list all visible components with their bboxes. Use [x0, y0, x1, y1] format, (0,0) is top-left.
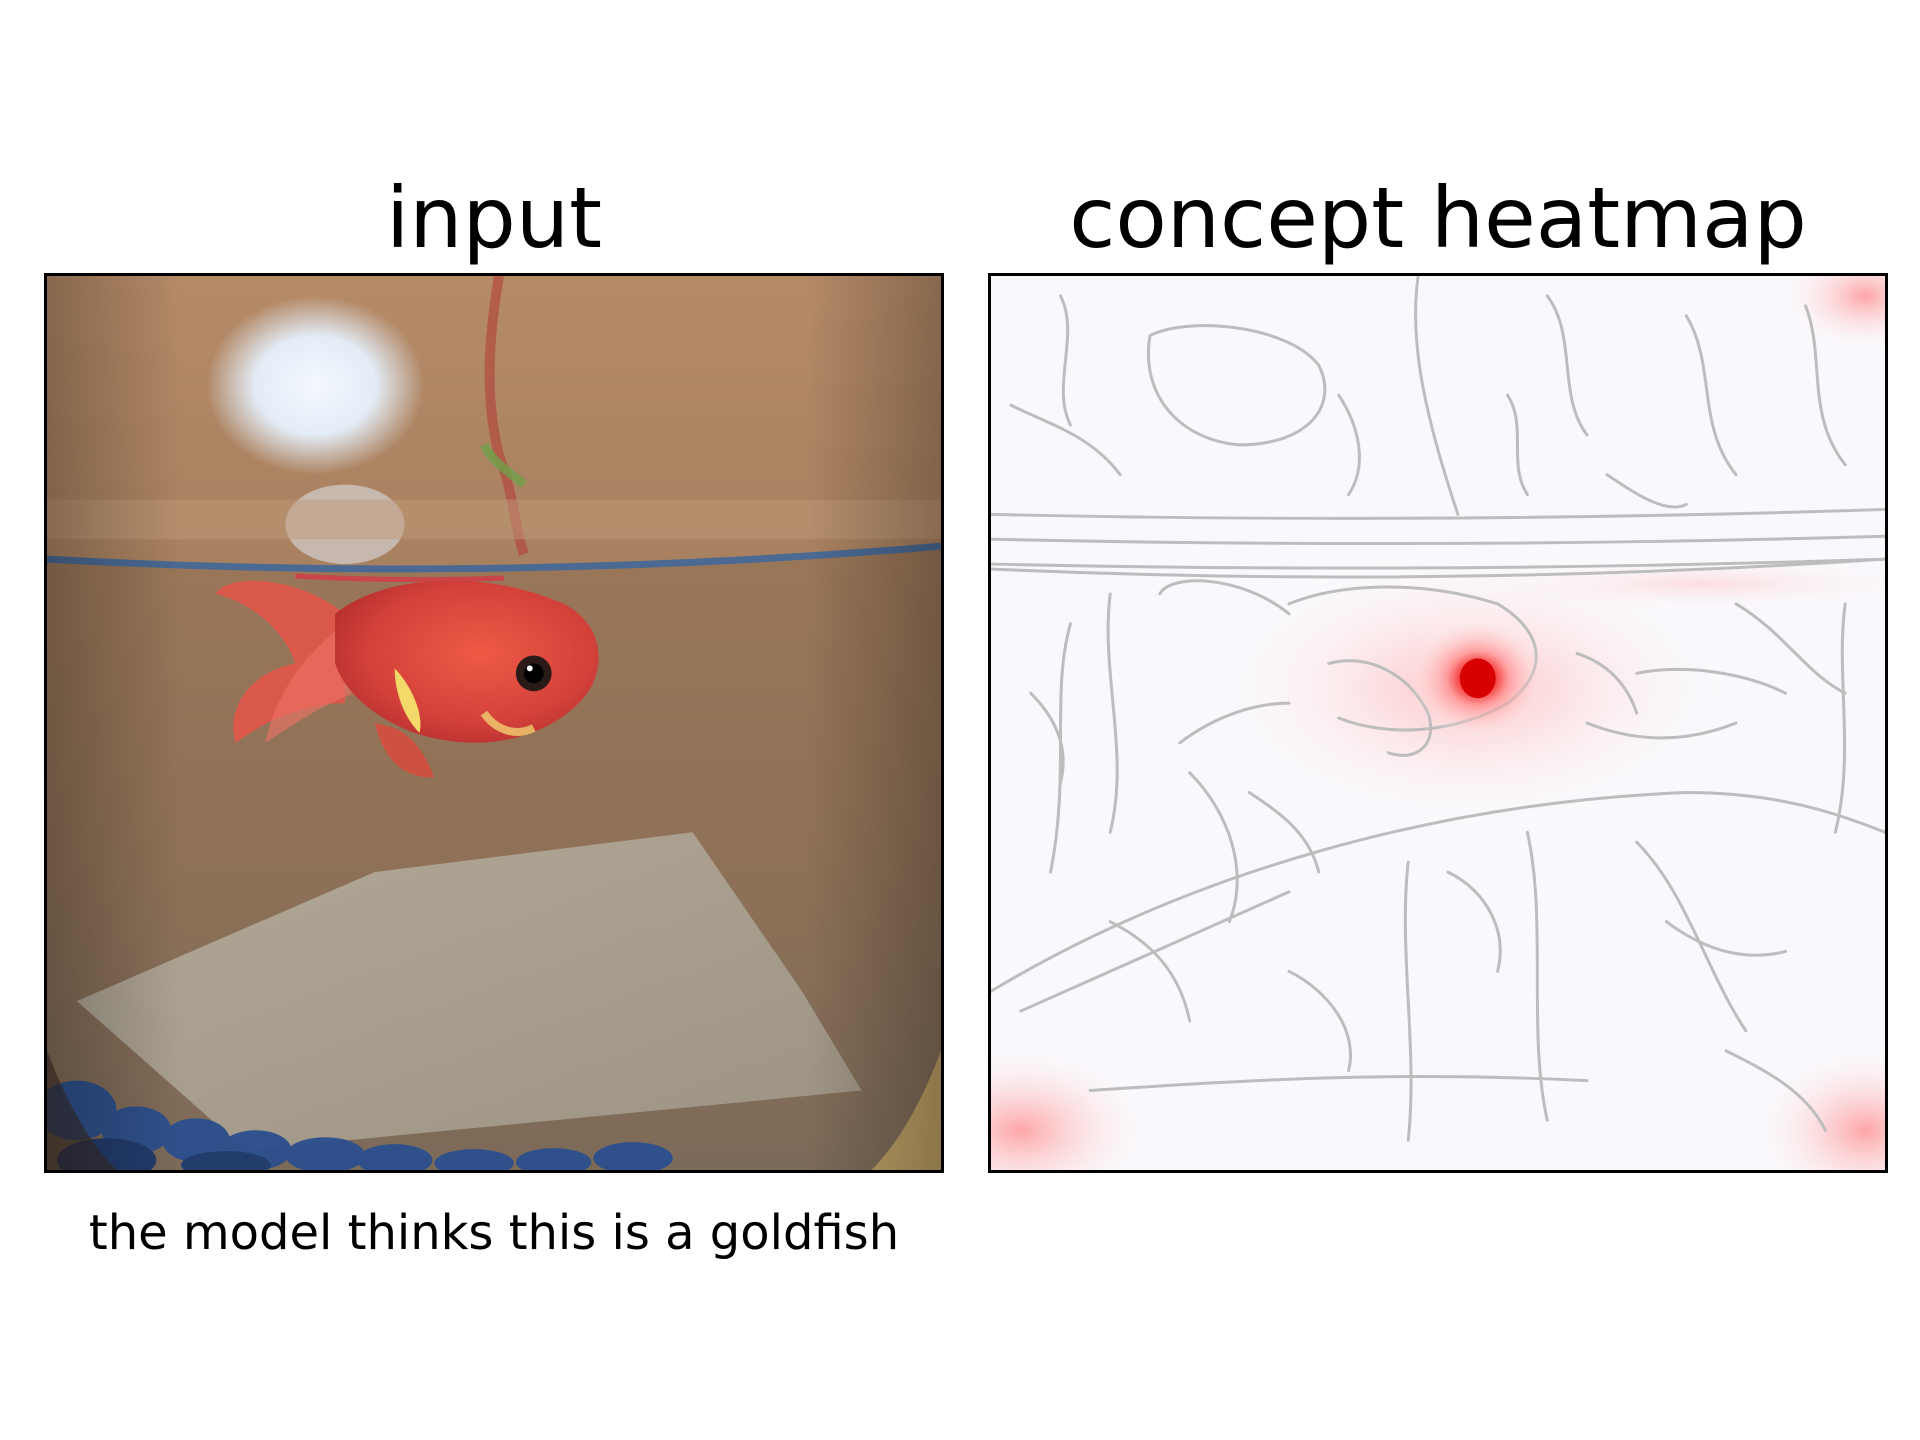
- concept-heatmap-image: [991, 276, 1885, 1170]
- prediction-caption: the model thinks this is a goldfish: [88, 1205, 900, 1261]
- input-image-panel: [44, 273, 944, 1173]
- heatmap-panel-title: concept heatmap: [1069, 169, 1807, 267]
- goldfish-photo: [47, 276, 941, 1170]
- input-panel-title: input: [385, 169, 603, 267]
- concept-heatmap-panel: [988, 273, 1888, 1173]
